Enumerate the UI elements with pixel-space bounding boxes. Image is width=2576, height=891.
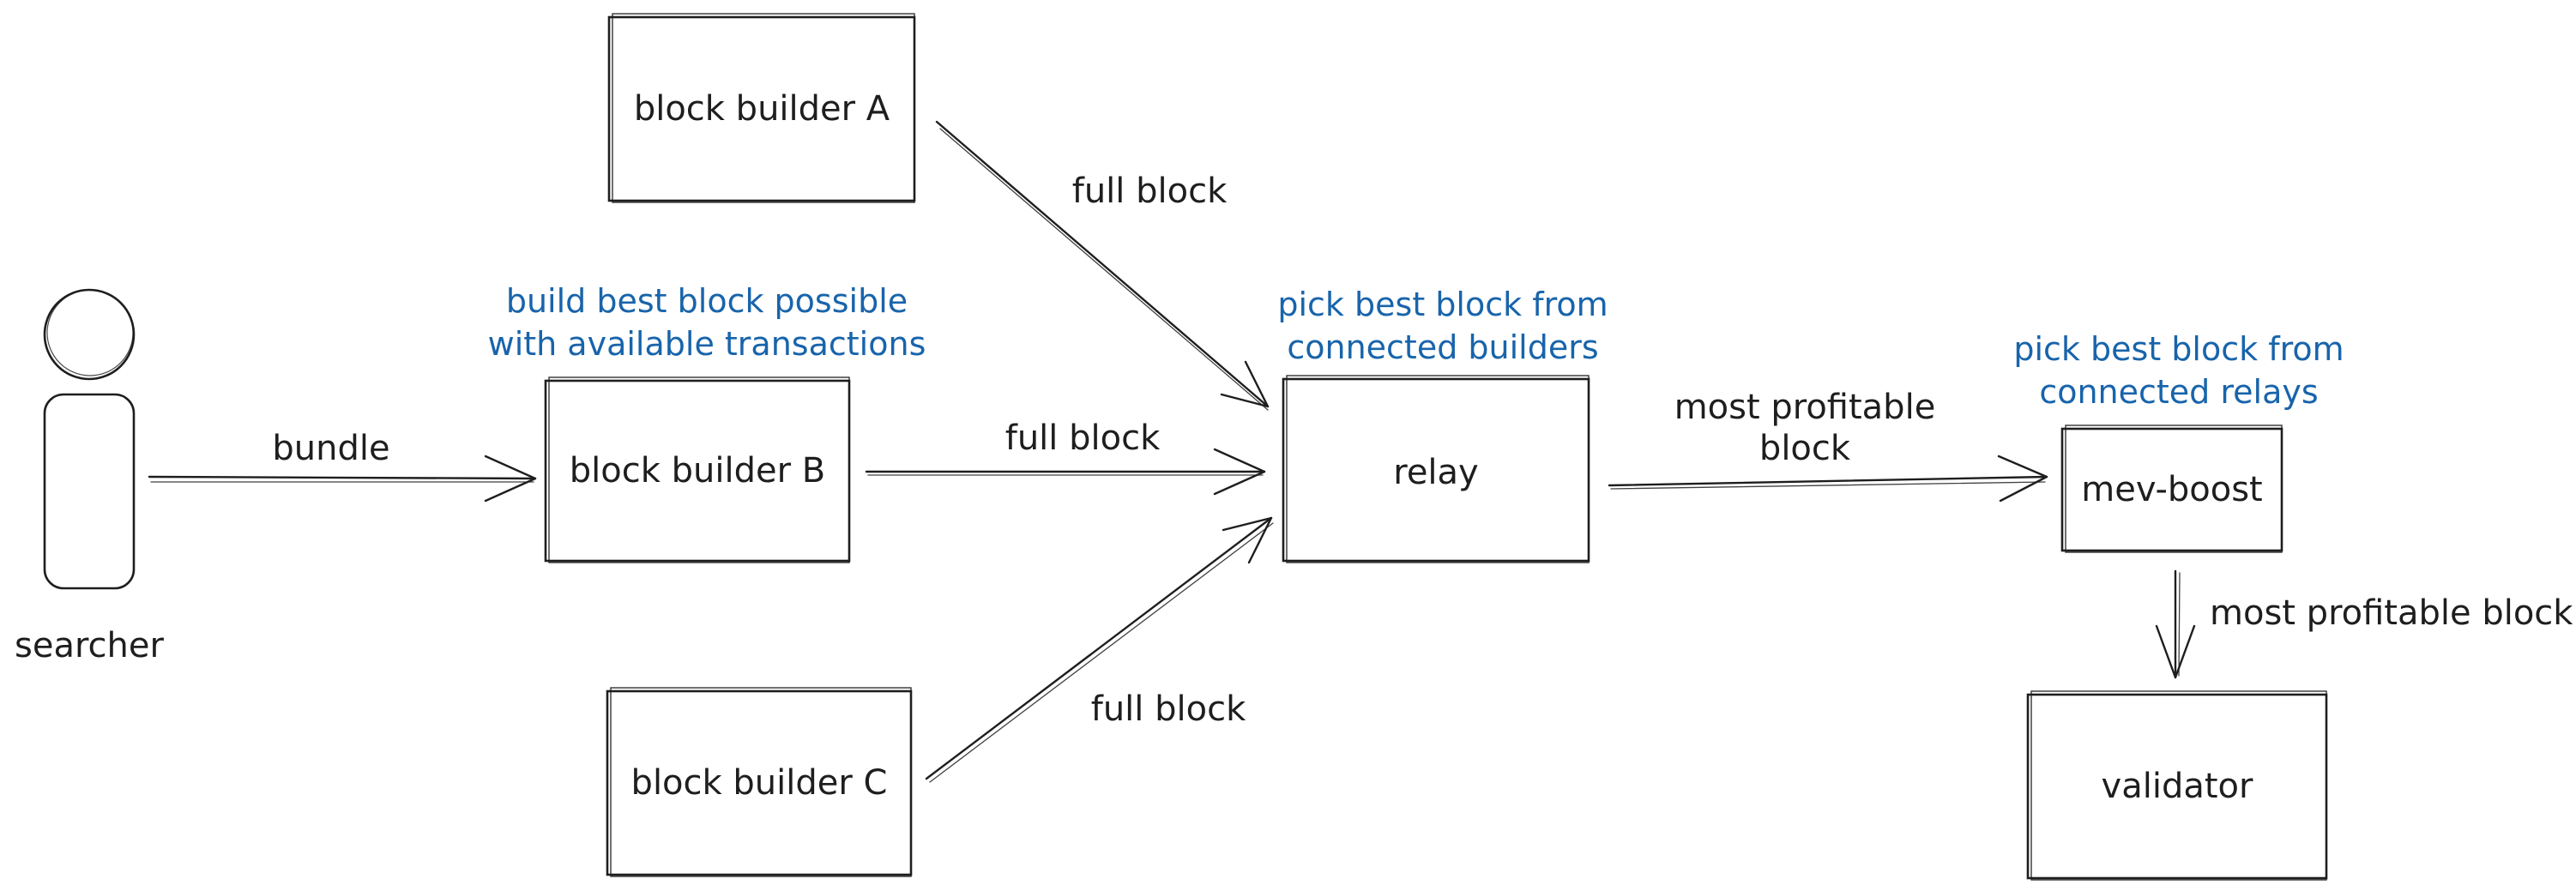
boost-note-line2: connected relays — [2039, 373, 2318, 411]
relay-note-line1: pick best block from — [1277, 286, 1608, 323]
mev-boost-to-validator-arrow — [2155, 569, 2196, 679]
builder-b-box[interactable] — [544, 376, 851, 563]
relay-note-line2: connected builders — [1287, 328, 1598, 366]
full-block-a-label: full block — [1072, 172, 1228, 211]
relay-box[interactable] — [1282, 375, 1590, 563]
builder-b-note-line1: build best block possible — [506, 282, 908, 320]
builder-b-to-relay-arrow — [865, 448, 1266, 496]
relay-label: relay — [1393, 453, 1478, 492]
boost-to-validator-label: most profitable block — [2210, 593, 2573, 633]
builder-c-to-relay-arrow — [925, 516, 1274, 783]
builder-a-box[interactable] — [607, 13, 916, 203]
builder-a-to-relay-arrow — [935, 120, 1270, 411]
validator-box[interactable] — [2026, 690, 2328, 881]
mev-boost-box[interactable] — [2060, 424, 2283, 553]
searcher-head-sketch — [46, 289, 134, 376]
boost-note-line1: pick best block from — [2013, 330, 2344, 368]
relay-to-boost-label-line2: block — [1759, 429, 1851, 468]
builder-b-note-line2: with available transactions — [488, 325, 926, 363]
full-block-b-label: full block — [1005, 418, 1161, 458]
searcher-actor — [43, 288, 136, 590]
builder-c-box[interactable] — [606, 687, 913, 877]
builder-c-label: block builder C — [631, 763, 888, 803]
searcher-label: searcher — [15, 626, 164, 665]
searcher-body — [43, 393, 136, 590]
builder-b-label: block builder B — [570, 451, 825, 491]
relay-to-boost-label-line1: most profitable — [1674, 388, 1936, 427]
mev-boost-label: mev-boost — [2081, 470, 2262, 509]
full-block-c-label: full block — [1091, 689, 1246, 729]
validator-label: validator — [2102, 767, 2253, 806]
bundle-label: bundle — [272, 429, 389, 468]
builder-a-label: block builder A — [634, 89, 890, 129]
searcher-head — [43, 288, 136, 381]
relay-to-mev-boost-arrow — [1608, 455, 2048, 503]
bundle-arrow — [148, 455, 537, 503]
